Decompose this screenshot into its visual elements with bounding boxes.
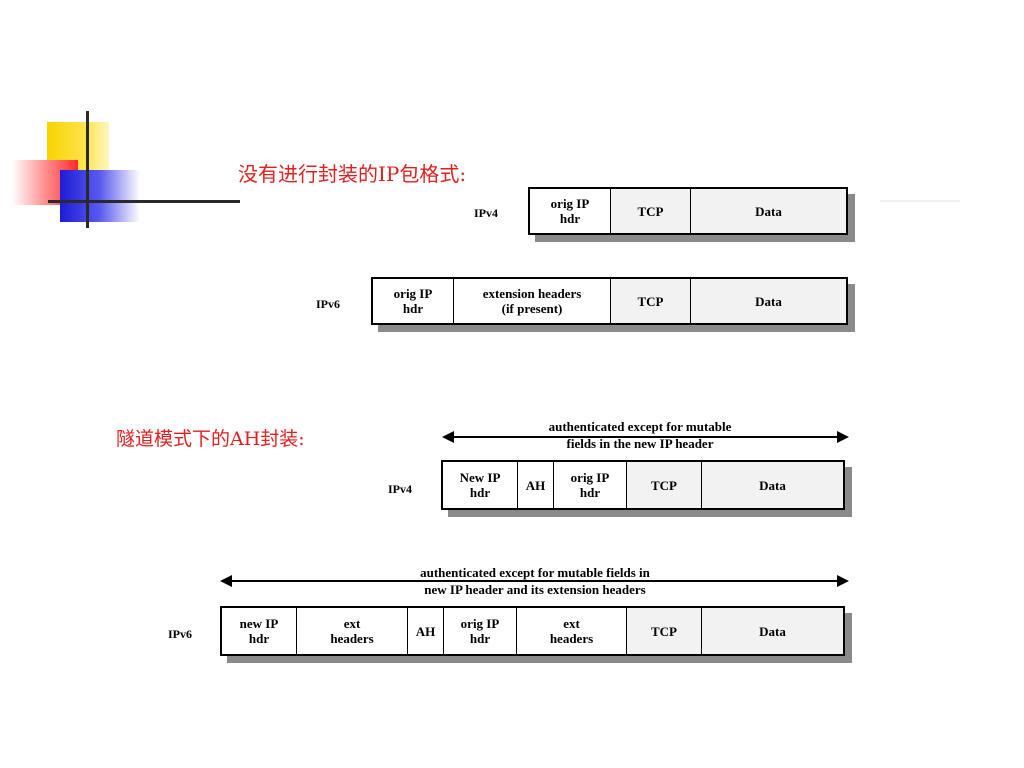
- plain-ipv4-packet: orig IP hdr TCP Data: [528, 187, 848, 235]
- tunnel-ipv6-data: Data: [701, 608, 843, 654]
- tunnel-ipv6-annotation: authenticated except for mutable fields …: [420, 565, 650, 597]
- tunnel-ipv6-ext-headers-inner: ext headers: [516, 608, 626, 654]
- tunnel-ipv6-ext-headers-outer: ext headers: [296, 608, 407, 654]
- tunnel-ipv6-packet: new IP hdr ext headers AH orig IP hdr ex…: [220, 606, 845, 656]
- tunnel-ipv4-packet: New IP hdr AH orig IP hdr TCP Data: [441, 460, 845, 510]
- tunnel-ipv6-ah: AH: [407, 608, 443, 654]
- heading-tunnel-ah: 隧道模式下的AH封装:: [116, 428, 305, 450]
- tunnel-ipv4-label: IPv4: [388, 482, 412, 496]
- heading-plain-ip: 没有进行封装的IP包格式:: [238, 162, 467, 186]
- plain-ipv4-label: IPv4: [474, 206, 498, 220]
- tunnel-ipv4-auth-arrow: [442, 431, 849, 443]
- logo-horizontal-line: [48, 200, 240, 203]
- plain-ipv4-orig-ip-hdr: orig IP hdr: [530, 189, 610, 233]
- plain-ipv6-extension-headers: extension headers (if present): [453, 279, 610, 323]
- tunnel-ipv6-tcp: TCP: [626, 608, 701, 654]
- tunnel-ipv4-tcp: TCP: [626, 462, 701, 508]
- logo-vertical-line: [86, 111, 89, 228]
- logo-blue-square: [60, 170, 140, 222]
- plain-ipv6-label: IPv6: [316, 297, 340, 311]
- tunnel-ipv6-label: IPv6: [168, 627, 192, 641]
- tunnel-ipv4-ah: AH: [517, 462, 553, 508]
- tunnel-ipv4-annotation: authenticated except for mutable fields …: [548, 419, 732, 451]
- tunnel-ipv6-orig-ip-hdr: orig IP hdr: [443, 608, 516, 654]
- plain-ipv6-orig-ip-hdr: orig IP hdr: [373, 279, 453, 323]
- plain-ipv4-tcp: TCP: [610, 189, 690, 233]
- plain-ipv6-tcp: TCP: [610, 279, 690, 323]
- tunnel-ipv6-new-ip-hdr: new IP hdr: [222, 608, 296, 654]
- tunnel-ipv4-data: Data: [701, 462, 843, 508]
- faint-divider: [880, 200, 960, 202]
- plain-ipv4-data: Data: [690, 189, 846, 233]
- tunnel-ipv4-orig-ip-hdr: orig IP hdr: [553, 462, 626, 508]
- tunnel-ipv4-new-ip-hdr: New IP hdr: [443, 462, 517, 508]
- tunnel-ipv6-auth-arrow: [220, 575, 849, 587]
- plain-ipv6-data: Data: [690, 279, 846, 323]
- plain-ipv6-packet: orig IP hdr extension headers (if presen…: [371, 277, 848, 325]
